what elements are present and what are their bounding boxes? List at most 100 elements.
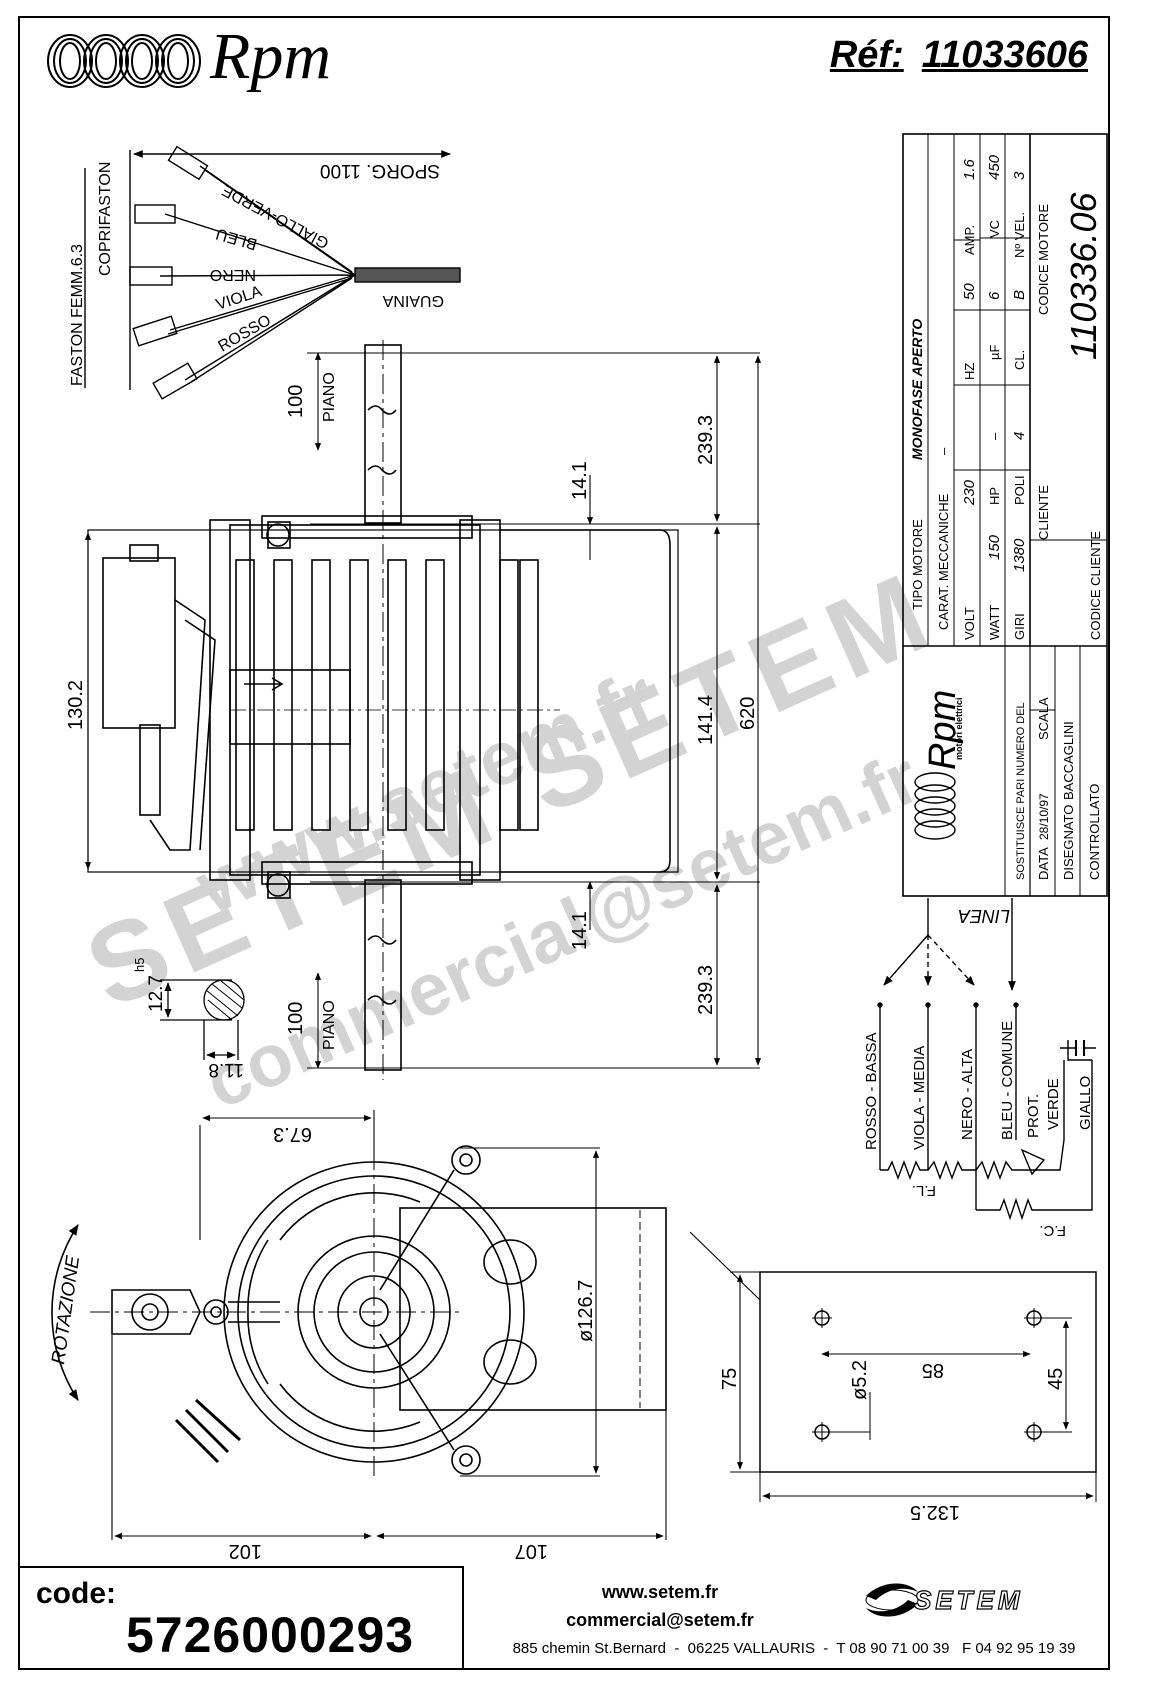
dim-bottom-half: 239.3 [695,965,717,1015]
dim-hole-spacing-x: 85 [922,1359,944,1381]
verde-label: VERDE [1045,1078,1062,1130]
code-value: 5726000293 [126,1607,415,1663]
side-view-dim-labels: 100 PIANO 239.3 14.1 141.4 620 130.2 14.… [65,372,759,1050]
wiring-schematic [877,898,1096,1221]
dim-total: 620 [737,697,759,730]
shaft-section [160,979,245,1060]
dim-left-width: 102 [229,1540,262,1562]
vc-value: 450 [986,154,1003,180]
hz-label: HZ [962,363,977,380]
sheath-label: GUAINA [382,292,444,309]
reference-number: 11033606 [921,34,1088,76]
disegnato-value: BACCAGLINI [1061,721,1076,800]
front-view-dimensions [111,1110,667,1540]
dim-front-dia: ø126.7 [575,1280,597,1342]
speed-high: NERO - ALTA [959,1049,976,1140]
scala-label: SCALA [1036,697,1051,740]
address-line: 885 chemin St.Bernard - 06225 VALLAURIS … [512,1640,1076,1657]
linea-label: LINEA [958,906,1010,926]
dim-top-half: 239.3 [695,415,717,465]
vel-label: Nº VEL. [1012,212,1027,258]
bracket-dim-labels: 75 132.5 85 45 ø5.2 [719,1359,1067,1523]
coprifaston-label: COPRIFASTON [97,162,114,276]
dim-shaft-bottom: 100 [285,1002,307,1035]
data-value: 28/10/97 [1037,793,1051,840]
dim-shaft-dia: 12.7 [146,975,167,1012]
drawing-frame [18,16,1110,1670]
vc-label: VC [987,220,1002,238]
dim-bracket-width: 132.5 [910,1501,960,1523]
speed-low: ROSSO - BASSA [863,1032,880,1150]
motor-side-view [87,340,679,1080]
watt-value: 150 [986,534,1003,560]
common-wire: BLEU - COMUNE [999,1021,1016,1140]
poli-label: POLI [1012,475,1027,505]
dim-side-dia: 130.2 [65,680,87,730]
uf-label: µF [987,345,1002,360]
volt-value: 230 [961,479,978,506]
rpm-coil-logo [47,34,201,88]
fl-label: F.L. [912,1182,936,1199]
shaft-section-labels: 12.7 h5 11.8 [132,958,244,1080]
hp-value: – [987,432,1002,440]
side-view-dimensions [84,352,762,1069]
carat-label: CARAT. MECCANICHE [936,493,951,630]
dim-offset-bottom: 14.1 [569,911,591,950]
giri-value: 1380 [1011,538,1028,572]
tipo-motore-label: TIPO MOTORE [910,519,925,610]
brand-name: Rpm [210,20,331,93]
hp-label: HP [987,487,1002,505]
dim-offset-top: 14.1 [569,461,591,500]
dim-flat-top: PIANO [321,372,338,422]
fc-label: F.C. [1039,1222,1066,1239]
codice-motore-value: 110336.06 [1063,192,1104,360]
amp-label: AMP. [962,225,977,255]
data-label: DATA [1036,847,1051,880]
vel-value: 3 [1011,171,1028,180]
mounting-bracket [689,1231,1097,1502]
tb-logo-sub: motori elettrici [954,697,964,760]
dim-flat: 11.8 [208,1059,244,1080]
reference: Réf: 11033606 [830,36,1088,74]
hz-value: 50 [961,283,978,300]
dim-right-width: 107 [515,1540,548,1562]
speed-medium: VIOLA - MEDIA [911,1046,928,1150]
rotation-label: ROTAZIONE [48,1254,84,1366]
poli-value: 4 [1011,432,1028,440]
reference-label: Réf: [829,34,904,76]
dim-bracket-height: 75 [719,1368,741,1390]
watt-label: WATT [987,605,1002,640]
wire-bleu: BLEU [214,225,259,253]
setem-swoosh-icon [865,1583,919,1617]
motor-front-view [51,1145,667,1480]
lead-length-label: SPORG. 1100 [320,160,440,181]
code-box [18,1566,464,1670]
sostituisce-label: SOSTITUISCE PARI NUMERO DEL [1015,702,1027,880]
faston-label: FASTON FEMM.6.3 [69,244,86,386]
title-block-text: TIPO MOTORE MONOFASE APERTO CARAT. MECCA… [909,154,1104,880]
email-link[interactable]: commercial@setem.fr [566,1610,754,1630]
giri-label: GIRI [1012,613,1027,640]
disegnato-label: DISEGNATO [1061,805,1076,880]
volt-label: VOLT [962,607,977,640]
cl-label: CL. [1012,350,1027,370]
wire-nero: NERO [210,266,256,283]
dim-shaft-top: 100 [285,385,307,418]
prot-label: PROT. [1025,1094,1042,1138]
giallo-label: GIALLO [1077,1076,1094,1130]
cliente-label: CLIENTE [1036,485,1051,540]
codice-motore-label: CODICE MOTORE [1036,204,1051,315]
carat-value: – [936,447,951,455]
amp-value: 1.6 [961,158,978,180]
codice-cliente-label: CODICE CLIENTE [1088,531,1103,640]
uf-value: 6 [986,291,1003,300]
tb-coil-logo [914,772,956,840]
tipo-motore-value: MONOFASE APERTO [909,319,925,460]
dim-hole-spacing-y: 45 [1045,1368,1067,1390]
dim-body: 141.4 [695,695,717,745]
dim-hole-dia: ø5.2 [849,1360,871,1400]
setem-logo-text: SETEM [913,1584,1024,1615]
schematic-labels: LINEA ROSSO - BASSA VIOLA - MEDIA NERO -… [863,906,1094,1239]
website-link[interactable]: www.setem.fr [601,1582,719,1602]
